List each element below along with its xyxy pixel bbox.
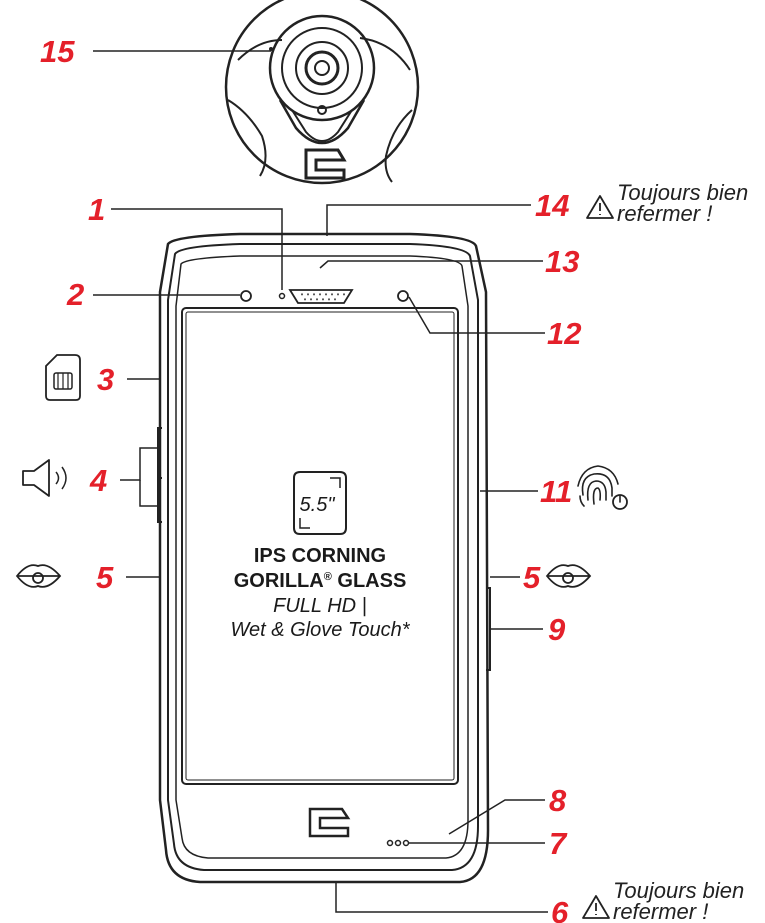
warning-icon xyxy=(582,895,610,919)
note-top-line-2: refermer ! xyxy=(617,201,712,226)
label-3: 3 xyxy=(97,362,114,397)
label-6: 6 xyxy=(551,895,569,923)
lanyard-attachment-icon xyxy=(15,564,62,588)
note-bottom-line-1: Toujours bien xyxy=(613,878,744,903)
label-11: 11 xyxy=(540,474,572,509)
note-bottom-line-2: refermer ! xyxy=(613,899,708,923)
camera-closeup xyxy=(224,0,420,185)
label-5-left: 5 xyxy=(96,560,114,595)
brand-logo-icon xyxy=(304,148,347,180)
note-top-line-1: Toujours bien xyxy=(617,180,748,205)
sim-card-icon xyxy=(45,354,81,401)
warning-note-bottom: Toujours bien refermer ! xyxy=(582,878,744,923)
screen-line-3: FULL HD | xyxy=(273,595,367,617)
screen-line-2b: GLASS xyxy=(332,570,406,592)
screen-line-2: GORILLA® GLASS xyxy=(234,570,407,592)
label-13: 13 xyxy=(545,244,579,279)
volume-icon xyxy=(22,459,67,497)
screen-content: 5.5" IPS CORNING GORILLA® GLASS FULL HD … xyxy=(231,471,411,641)
screen-line-1: IPS CORNING xyxy=(254,545,386,567)
label-15: 15 xyxy=(40,34,75,69)
camera-icon xyxy=(227,14,413,183)
screen-line-2-reg: ® xyxy=(324,571,332,583)
label-2: 2 xyxy=(66,277,84,312)
label-9: 9 xyxy=(548,612,566,647)
phone-body xyxy=(157,232,491,884)
label-7: 7 xyxy=(549,826,568,861)
number-labels: 15 1 2 3 4 5 5 9 11 12 13 14 8 7 6 xyxy=(40,34,581,923)
label-12: 12 xyxy=(547,316,581,351)
screen-line-2a: GORILLA xyxy=(234,570,324,592)
leader-lines xyxy=(93,50,548,913)
screen-line-4: Wet & Glove Touch* xyxy=(231,619,411,641)
label-1: 1 xyxy=(88,192,105,227)
home-logo-icon xyxy=(308,807,351,838)
lanyard-attachment-icon xyxy=(545,564,592,588)
fingerprint-icon xyxy=(577,465,628,510)
screen-size-label: 5.5" xyxy=(300,494,336,516)
label-8: 8 xyxy=(549,783,567,818)
label-14: 14 xyxy=(535,188,569,223)
front-sensors xyxy=(240,289,409,304)
label-5-right: 5 xyxy=(523,560,541,595)
screen-size-icon xyxy=(293,471,347,535)
warning-note-top: Toujours bien refermer ! xyxy=(586,180,748,226)
microphone-dots xyxy=(386,839,410,847)
warning-icon xyxy=(586,195,614,219)
label-4: 4 xyxy=(89,463,107,498)
